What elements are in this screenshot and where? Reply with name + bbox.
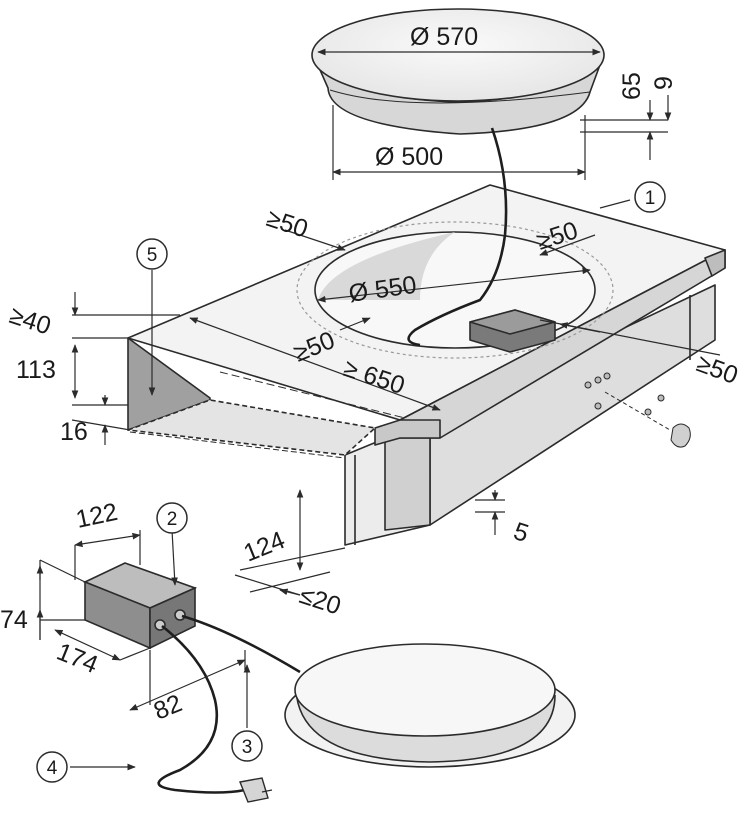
dim-clearance-back: ≥50 — [263, 204, 311, 243]
hob-connection-box-top — [469, 309, 556, 335]
socket-dot — [657, 394, 665, 402]
callout-2: 2 — [156, 502, 188, 534]
callout-markers: 1 2 3 4 5 — [36, 181, 666, 783]
hidden-line — [489, 184, 726, 251]
dim-hob-edge: 9 — [650, 76, 678, 90]
dimension-lines — [36, 48, 721, 711]
callout-1: 1 — [634, 181, 666, 213]
hob-bottom-view — [284, 643, 576, 768]
callout-5-label: 5 — [147, 245, 158, 266]
dim-clearance-wall: ≥40 — [6, 301, 54, 340]
socket-dot — [594, 402, 602, 410]
worktop-side-end — [704, 249, 726, 277]
control-box — [83, 562, 198, 650]
dim-hob-diameter: Ø 570 — [410, 23, 478, 51]
callout-leaders — [70, 199, 631, 771]
dim-box-depth: 174 — [53, 638, 102, 680]
control-box-side — [149, 586, 196, 650]
dim-side-gap: 5 — [510, 517, 532, 548]
dim-box-height: 74 — [0, 606, 28, 634]
hidden-line — [604, 391, 671, 431]
dim-space-height: 113 — [16, 356, 56, 384]
callout-4: 4 — [36, 751, 68, 783]
socket-dot — [644, 408, 652, 416]
mains-plug — [239, 777, 273, 803]
socket-dot — [603, 372, 611, 380]
dim-panel-thickness: 16 — [60, 418, 88, 446]
dim-hob-height: 65 — [618, 72, 646, 100]
dim-hob-base-diameter: Ø 500 — [375, 143, 443, 171]
callout-5: 5 — [136, 238, 168, 270]
callout-1-label: 1 — [645, 188, 656, 209]
callout-3: 3 — [231, 730, 263, 762]
callout-2-label: 2 — [167, 509, 178, 530]
box-port-icon — [174, 609, 186, 621]
box-to-hob-cable — [181, 614, 301, 674]
hob-base-line — [329, 89, 591, 104]
callout-3-label: 3 — [242, 737, 253, 758]
worktop-assembly — [127, 184, 726, 546]
dim-cable-length: 82 — [150, 689, 186, 725]
dim-box-length: 122 — [73, 498, 120, 534]
wall-plug — [670, 423, 691, 448]
drawer-opening-floor — [127, 399, 376, 456]
worktop-step-edge — [374, 419, 441, 446]
wall-sockets — [584, 372, 691, 448]
worktop-cutout-outline — [296, 221, 614, 359]
socket-dot — [594, 376, 602, 384]
hidden-line — [129, 431, 346, 459]
socket-dot — [584, 381, 592, 389]
hob-bottom-top — [294, 643, 556, 737]
callout-4-label: 4 — [47, 758, 58, 779]
dim-side-offset: ≤20 — [296, 581, 344, 620]
dim-clearance-right: ≥50 — [693, 349, 742, 390]
